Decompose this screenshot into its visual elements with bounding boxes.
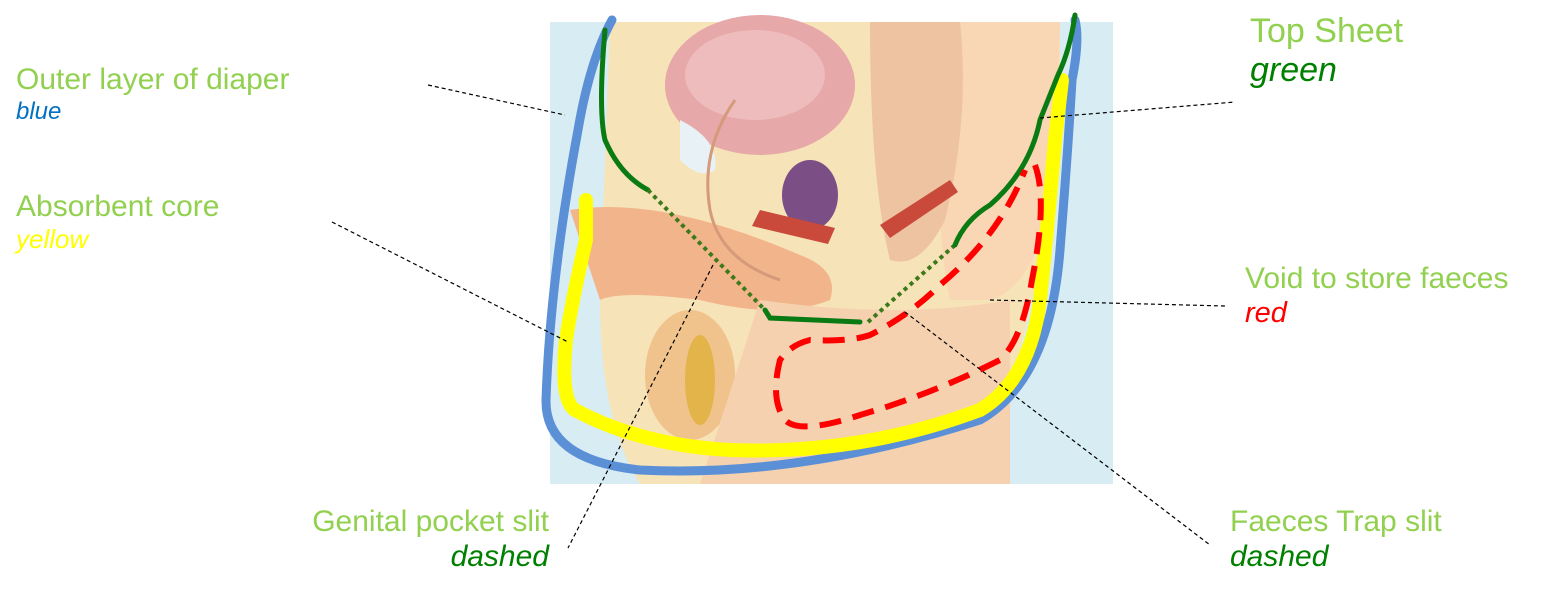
- outer-layer-label: Outer layer of diaper blue: [16, 63, 289, 125]
- top-sheet-label: Top Sheet green: [1250, 12, 1403, 90]
- outer-layer-color-word: blue: [16, 98, 289, 126]
- top-sheet-color-word: green: [1250, 51, 1403, 90]
- outer-layer-title: Outer layer of diaper: [16, 63, 289, 98]
- top-sheet-title: Top Sheet: [1250, 12, 1403, 51]
- genital-slit-title: Genital pocket slit: [312, 505, 549, 540]
- genital-slit-label: Genital pocket slit dashed: [312, 505, 549, 574]
- leader-absorbent-core: [332, 222, 568, 342]
- absorbent-core-color-word: yellow: [16, 225, 219, 255]
- leader-outer-layer: [428, 85, 565, 115]
- void-label: Void to store faeces red: [1245, 262, 1509, 330]
- faeces-slit-color-word: dashed: [1230, 540, 1442, 575]
- absorbent-core-label: Absorbent core yellow: [16, 190, 219, 254]
- void-title: Void to store faeces: [1245, 262, 1509, 297]
- absorbent-core-title: Absorbent core: [16, 190, 219, 225]
- void-color-word: red: [1245, 297, 1509, 330]
- faeces-slit-title: Faeces Trap slit: [1230, 505, 1442, 540]
- faeces-slit-label: Faeces Trap slit dashed: [1230, 505, 1442, 574]
- genital-slit-color-word: dashed: [312, 540, 549, 575]
